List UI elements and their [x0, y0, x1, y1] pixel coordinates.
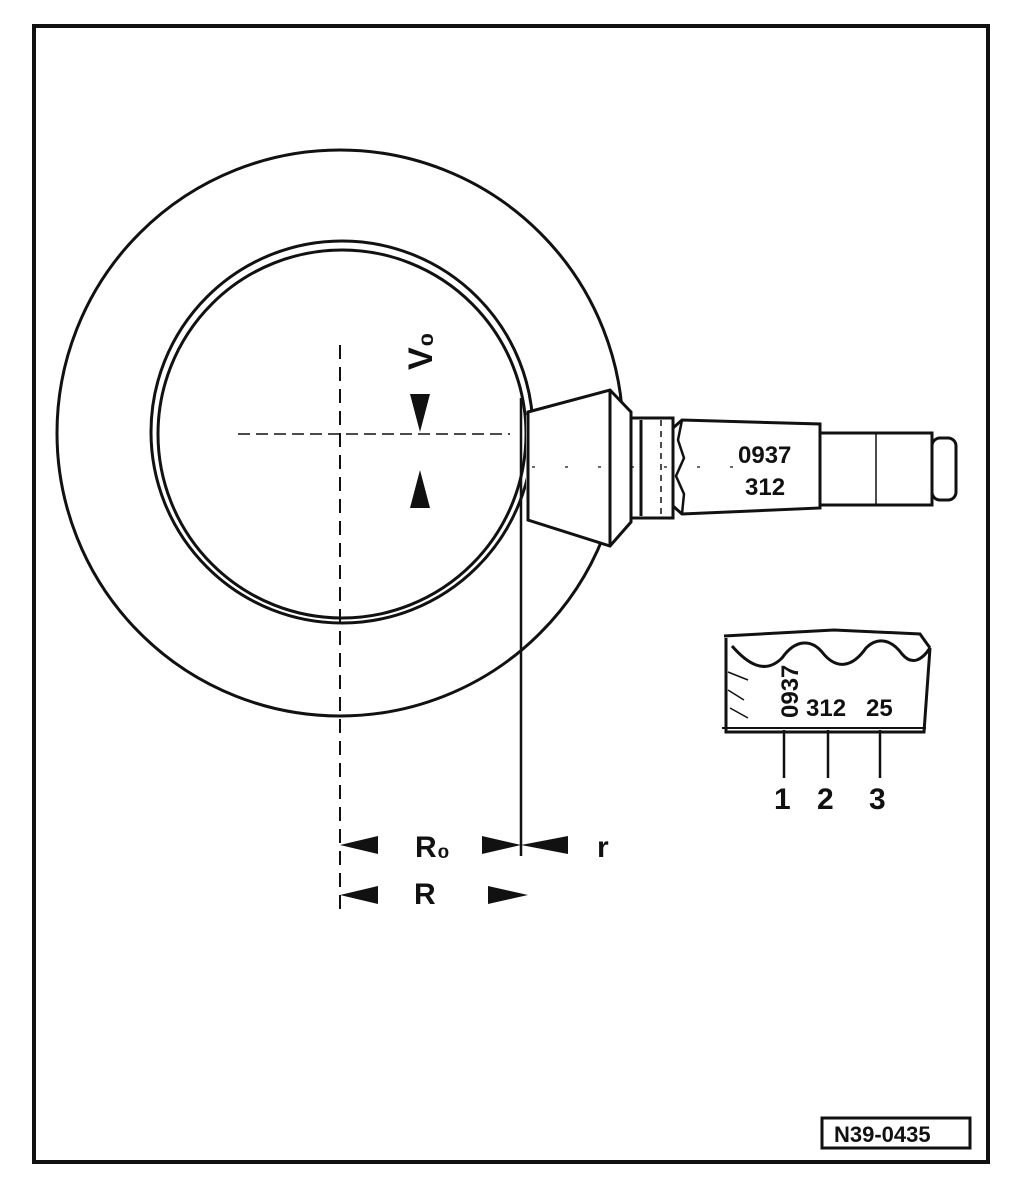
r0-arrow-left — [340, 836, 378, 854]
r0-arrow-right — [482, 836, 521, 854]
tooth-detail-body — [724, 638, 932, 734]
tooth-detail-top — [723, 628, 932, 649]
v0-arrow-up — [410, 470, 430, 508]
R-arrow-left — [340, 886, 378, 904]
R-label: R — [414, 878, 436, 911]
figure-id-box — [820, 1116, 972, 1150]
v0-arrow-down — [410, 394, 430, 432]
tooth-detail: 0937 312 25 1 2 3 — [722, 628, 932, 816]
r-label: r — [597, 831, 609, 864]
callout-number-1: 1 — [774, 783, 791, 816]
r-arrow-left — [521, 836, 568, 854]
tooth-detail-profile — [730, 639, 932, 668]
callout-number-2: 2 — [817, 783, 834, 816]
v0-label: V₀ — [402, 332, 440, 370]
tooth-code-1: 0937 — [777, 665, 804, 718]
pinion-collar — [629, 416, 675, 520]
tooth-detail-hatch — [727, 671, 749, 719]
figure-frame — [32, 24, 990, 1164]
pinion-head — [526, 388, 633, 548]
callout-number-3: 3 — [869, 783, 886, 816]
r0-label: R₀ — [415, 831, 450, 864]
pinion-code-top: 0937 — [738, 442, 791, 469]
ring-gear-inner-inner — [156, 248, 528, 620]
tooth-code-2: 312 — [806, 695, 846, 722]
pinion-shaft-fracture — [674, 419, 686, 515]
figure-id: N39-0435 — [834, 1122, 931, 1147]
ring-gear-inner-outer — [149, 239, 535, 625]
R-arrow-right — [488, 886, 528, 904]
pinion-code-bottom: 312 — [745, 474, 785, 501]
pinion-shaft-end — [930, 436, 958, 502]
tooth-code-3: 25 — [866, 695, 893, 722]
